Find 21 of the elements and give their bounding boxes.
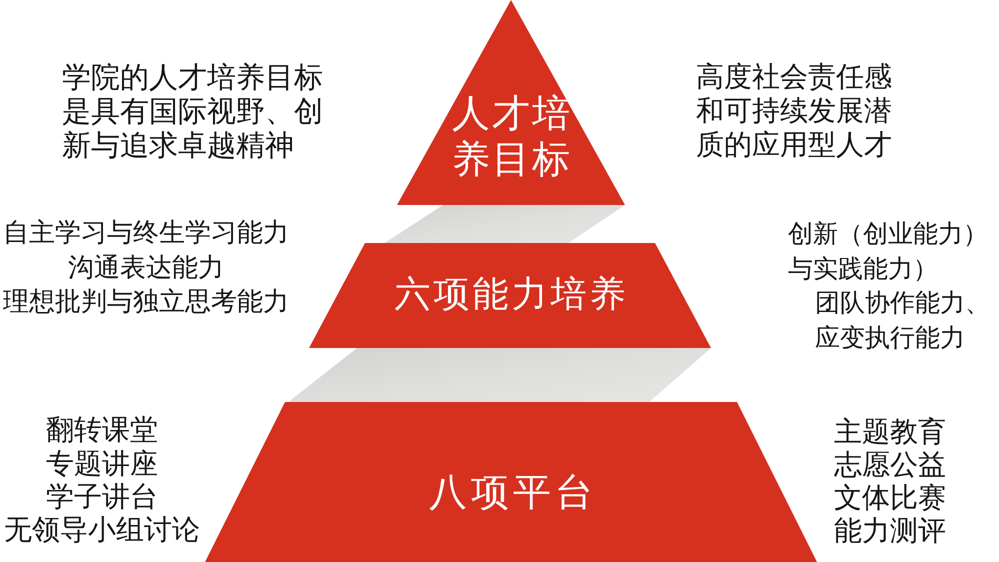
pyramid-middle-tier bbox=[309, 243, 711, 348]
tier-caption: 主题教育 bbox=[834, 415, 947, 449]
tier-caption: 学院的人才培养目标是具有国际视野、创新与追求卓越精神 bbox=[62, 60, 324, 162]
tier-caption: 创新（创业能力）与实践能力） bbox=[788, 218, 989, 285]
tier-caption: 理想批判与独立思考能力 bbox=[2, 286, 290, 319]
tier-label: 六项能力培养 bbox=[394, 273, 630, 317]
tier-caption: 翻转课堂 bbox=[45, 413, 159, 447]
tier-caption: 高度社会责任感和可持续发展潜质的应用型人才 bbox=[696, 60, 893, 162]
tier-caption: 沟通表达能力 bbox=[67, 252, 225, 285]
pyramid-apex-triangle bbox=[397, 0, 625, 205]
tier-caption: 志愿公益 bbox=[834, 448, 947, 482]
tier-label: 人才培养目标 bbox=[451, 90, 573, 182]
pyramid-base-tier bbox=[205, 402, 817, 562]
tier-caption: 专题讲座 bbox=[45, 447, 159, 481]
tier-caption: 文体比赛 bbox=[834, 481, 947, 515]
tier-caption: 能力测评 bbox=[834, 514, 947, 548]
tier-caption: 无领导小组讨论 bbox=[3, 513, 201, 547]
tier-caption: 自主学习与终生学习能力 bbox=[2, 217, 290, 250]
tier-label: 八项平台 bbox=[428, 469, 598, 515]
tier-caption: 团队协作能力、应变执行能力 bbox=[815, 287, 991, 354]
tier-caption: 学子讲台 bbox=[45, 480, 159, 514]
